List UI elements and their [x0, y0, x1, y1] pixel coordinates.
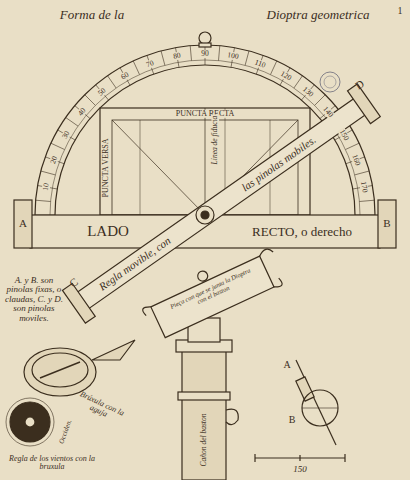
small-circle — [302, 390, 338, 426]
degree-number: 70 — [144, 58, 156, 69]
sight-letter: B — [383, 218, 390, 230]
degree-tick — [108, 76, 117, 88]
degree-tick — [36, 200, 51, 201]
sight-letter: A — [19, 218, 27, 230]
mount-plate — [138, 240, 287, 343]
fixed-sight — [378, 200, 396, 248]
degree-tick — [190, 46, 191, 61]
degree-number: 170 — [359, 180, 369, 194]
compass-box — [24, 348, 96, 396]
pivot-center — [201, 211, 209, 219]
fiducial-line — [205, 108, 206, 215]
mobile-sight — [62, 284, 95, 324]
part-label: Regla de los vientos con la bruxula — [4, 455, 100, 472]
limb-inner — [55, 65, 355, 215]
degree-number: 150 — [338, 127, 351, 142]
sight-letter: B — [289, 415, 296, 426]
degree-tick — [315, 95, 326, 106]
small-alidade — [296, 360, 336, 445]
degree-tick — [85, 95, 96, 106]
scale-name: PUNCTA VERSA — [102, 137, 110, 198]
scale-value: 150 — [293, 465, 307, 474]
staff-tube — [182, 348, 226, 480]
degree-number: 10 — [42, 182, 51, 193]
degree-number: 80 — [172, 52, 183, 61]
compass-needle — [40, 362, 80, 378]
alidade-text: las pinolas mobiles. — [240, 134, 318, 194]
wind-rose-center — [25, 417, 35, 427]
line-name: Linea de fiducia — [211, 115, 219, 166]
degree-number: 30 — [60, 128, 72, 140]
mobile-sight — [348, 84, 381, 124]
degree-number: 100 — [226, 51, 240, 61]
quadrat-line — [140, 120, 141, 215]
degree-number: 20 — [48, 154, 59, 166]
compass-dial — [32, 353, 88, 387]
knob-base — [199, 43, 211, 47]
scale-name: PUNCTA RECTA — [175, 110, 236, 118]
scale-tick — [254, 454, 255, 462]
plate-screw — [196, 269, 209, 282]
limb-line — [50, 60, 360, 215]
alidade — [62, 84, 380, 323]
degree-tick — [66, 118, 78, 127]
scale-tick — [344, 454, 345, 462]
degree-number: 120 — [278, 69, 293, 82]
scale-tick — [299, 455, 300, 461]
pivot — [196, 206, 214, 224]
degree-tick — [161, 51, 165, 66]
small-diameter — [302, 408, 338, 409]
title-text: Forma de la — [60, 8, 124, 22]
degree-number: 90 — [200, 50, 210, 58]
degree-tick — [346, 143, 360, 149]
degree-tick — [355, 171, 370, 175]
ruler-name: RECTO, o derecho — [252, 225, 352, 239]
mount-plate-body — [151, 256, 274, 338]
degree-number: 110 — [253, 58, 268, 70]
part-label: Cañon del baston — [200, 414, 208, 467]
degree-tick — [96, 85, 109, 100]
top-knob — [199, 32, 211, 44]
compass-lid — [92, 340, 135, 360]
degree-tick — [133, 61, 139, 75]
sight-letter: A — [283, 360, 290, 371]
degree-number: 160 — [350, 152, 362, 167]
plate-scroll — [141, 247, 287, 343]
degree-tick — [219, 46, 220, 61]
degree-tick — [51, 143, 65, 149]
fixed-sight — [14, 200, 32, 248]
ruler-name: LADO — [87, 224, 129, 240]
quadrat-diagonal — [112, 120, 205, 215]
library-stamp — [320, 72, 340, 92]
degree-tick — [41, 171, 56, 175]
degree-number: 60 — [118, 70, 130, 82]
staff-ring — [178, 392, 230, 400]
wind-rose-disk — [10, 402, 50, 442]
degree-tick — [294, 76, 303, 88]
library-stamp-inner — [324, 76, 336, 88]
part-label: Brúxula con la aguja — [70, 388, 130, 428]
title-text: Dioptra geometrica — [267, 8, 370, 22]
wind-rose-ring — [6, 398, 54, 446]
direction-label: Occiden. — [58, 419, 73, 445]
degree-tick — [359, 200, 374, 201]
degree-tick — [271, 61, 277, 75]
degree-tick — [75, 106, 90, 119]
page-number: 1 — [398, 6, 403, 17]
degree-number: 130 — [301, 84, 316, 99]
thumb-screw — [226, 409, 238, 424]
degree-tick — [245, 51, 249, 66]
note-text: A. y B. son pinolas fixas, o claudas, C.… — [2, 276, 66, 323]
